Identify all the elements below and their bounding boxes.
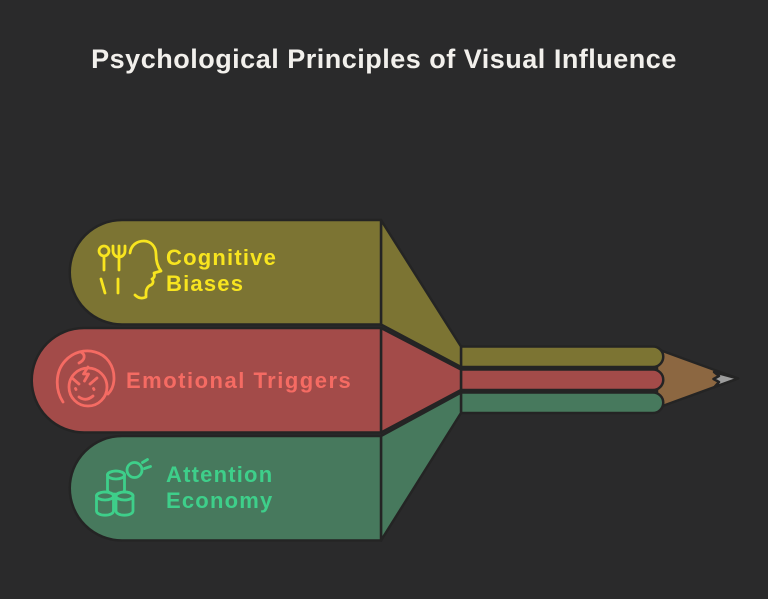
label-cognitive-biases: Cognitive Biases: [166, 245, 278, 296]
label-attention-economy: Attention Economy: [166, 462, 274, 513]
band-attention-economy: [68, 434, 383, 542]
head-cutlery-icon: [97, 239, 163, 300]
band-emotional-triggers: [30, 326, 383, 434]
pencil-stripe-emotional: [459, 368, 665, 392]
diagram-title: Psychological Principles of Visual Influ…: [91, 44, 677, 74]
coins-attention-icon: [95, 458, 152, 517]
pencil-stripe-attention: [459, 391, 665, 415]
angry-face-icon: [55, 349, 116, 408]
band-cognitive-biases: [68, 218, 383, 326]
pencil-stripe-cognitive: [459, 345, 665, 369]
label-emotional-triggers: Emotional Triggers: [126, 368, 353, 393]
pencil-graphite-tip: [712, 370, 740, 389]
